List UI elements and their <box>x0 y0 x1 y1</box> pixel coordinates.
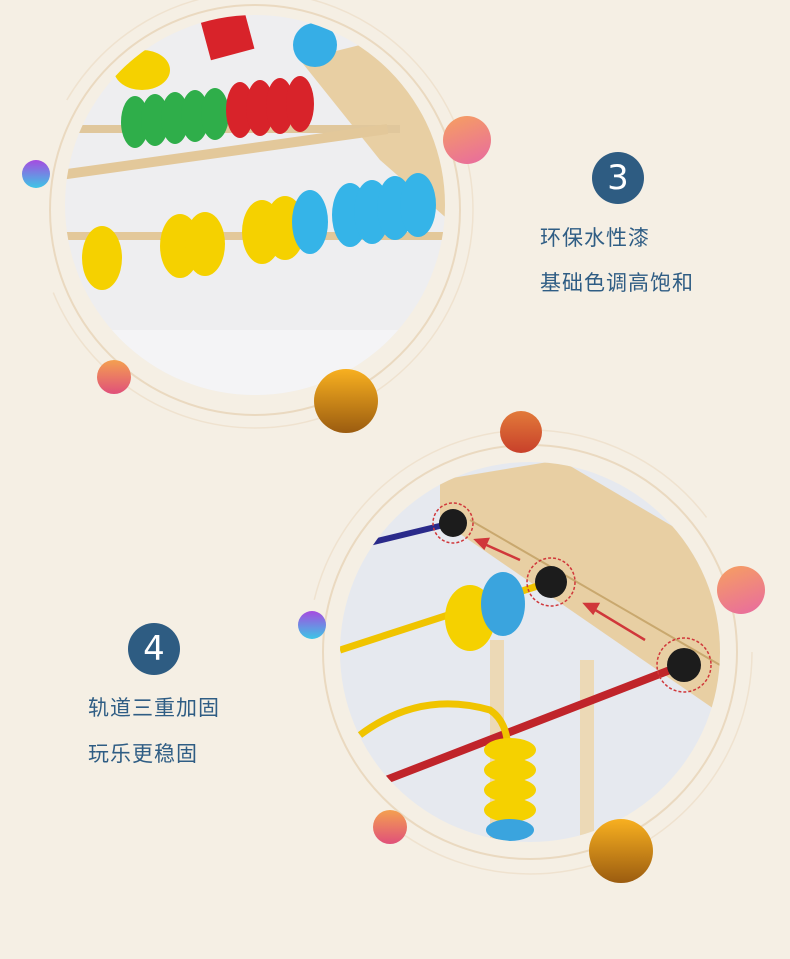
decor-orb <box>589 819 653 883</box>
abacus-photo-1 <box>65 15 445 395</box>
decor-orb <box>717 566 765 614</box>
feature-text: 轨道三重加固 <box>88 696 220 720</box>
feature-number-badge: 4 <box>128 623 180 675</box>
feature-text: 玩乐更稳固 <box>88 742 198 766</box>
decor-orb <box>373 810 407 844</box>
decor-orb <box>298 611 326 639</box>
feature-text: 基础色调高饱和 <box>540 271 694 295</box>
decor-orb <box>97 360 131 394</box>
decor-orb <box>443 116 491 164</box>
feature-text: 环保水性漆 <box>540 226 650 250</box>
feature-number-badge: 3 <box>592 152 644 204</box>
decor-orb <box>500 411 542 453</box>
abacus-photo-2 <box>340 462 720 842</box>
decor-orb <box>314 369 378 433</box>
decor-orb <box>22 160 50 188</box>
